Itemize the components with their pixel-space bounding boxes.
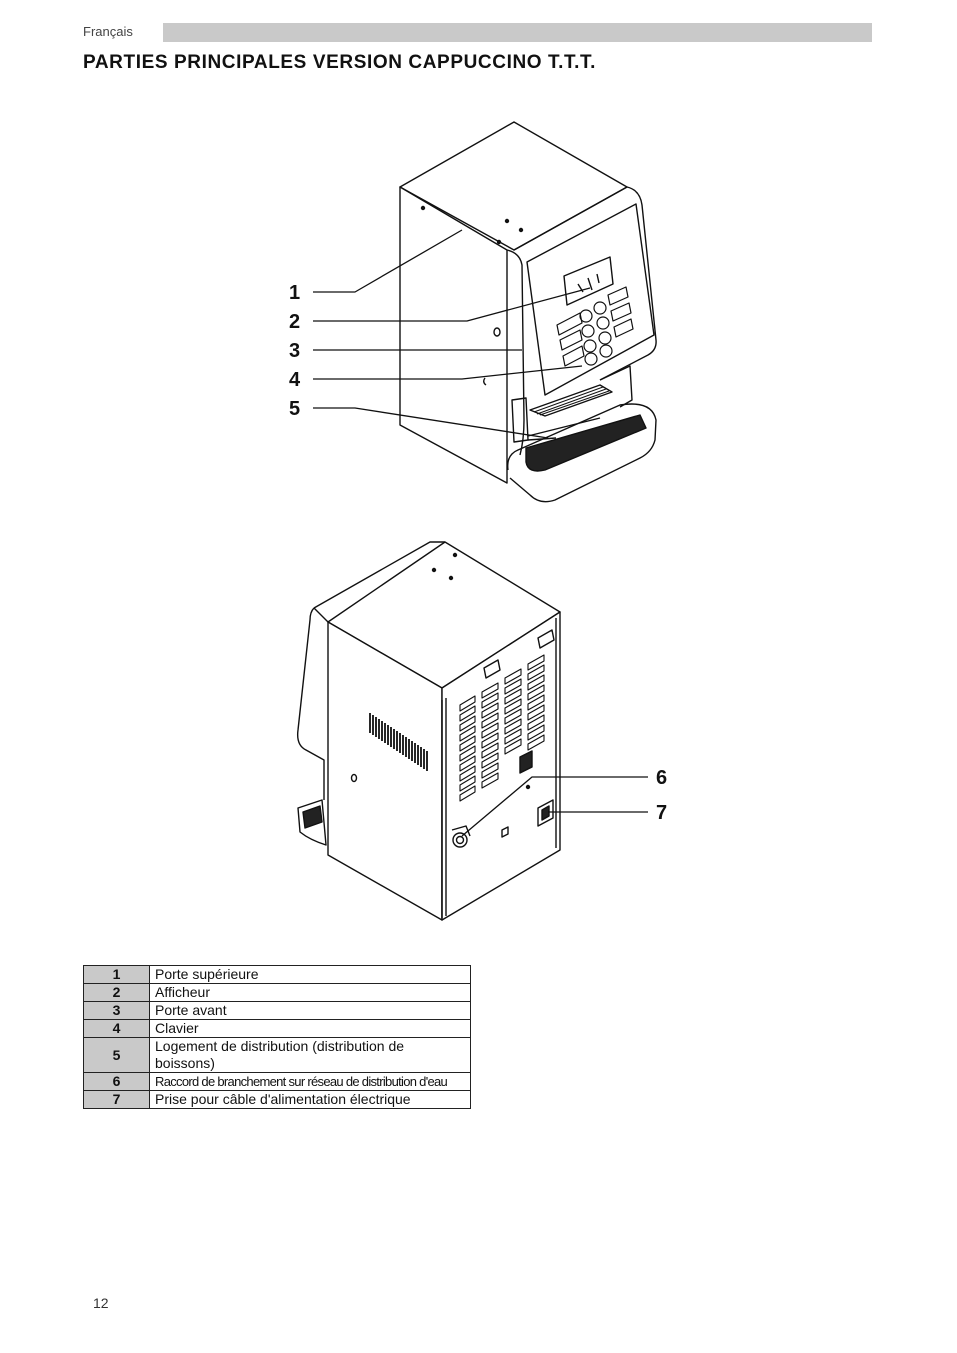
machine-illustrations: 1 2 3 4 5: [289, 121, 667, 921]
page-number: 12: [93, 1295, 109, 1311]
part-number: 4: [83, 1019, 150, 1038]
table-row: 7 Prise pour câble d'alimentation électr…: [83, 1090, 471, 1109]
part-number: 7: [83, 1090, 150, 1109]
parts-table: 1 Porte supérieure 2 Afficheur 3 Porte a…: [83, 965, 471, 1109]
part-label: Logement de distribution (distribution d…: [149, 1037, 471, 1073]
part-number: 6: [83, 1072, 150, 1091]
table-row: 6 Raccord de branchement sur réseau de d…: [83, 1072, 471, 1091]
callout-5: 5: [289, 398, 300, 420]
part-label: Clavier: [149, 1019, 471, 1038]
front-view-drawing: [399, 121, 657, 503]
front-callout-lines: [313, 229, 591, 439]
table-row: 5 Logement de distribution (distribution…: [83, 1037, 471, 1073]
language-label: Français: [83, 24, 133, 39]
table-row: 4 Clavier: [83, 1019, 471, 1038]
part-label: Afficheur: [149, 983, 471, 1002]
callout-3: 3: [289, 340, 300, 362]
page-title: PARTIES PRINCIPALES VERSION CAPPUCCINO T…: [83, 52, 596, 73]
table-row: 1 Porte supérieure: [83, 965, 471, 984]
callout-4: 4: [289, 369, 301, 391]
part-label: Raccord de branchement sur réseau de dis…: [149, 1072, 471, 1091]
callout-1: 1: [289, 282, 300, 304]
part-number: 1: [83, 965, 150, 984]
table-row: 3 Porte avant: [83, 1001, 471, 1020]
rear-view-drawing: [296, 541, 561, 921]
callout-2: 2: [289, 311, 300, 333]
part-number: 3: [83, 1001, 150, 1020]
callout-7: 7: [656, 802, 667, 824]
part-label: Porte avant: [149, 1001, 471, 1020]
callout-6: 6: [656, 767, 667, 789]
part-label: Prise pour câble d'alimentation électriq…: [149, 1090, 471, 1109]
part-number: 5: [83, 1037, 150, 1073]
part-label: Porte supérieure: [149, 965, 471, 984]
table-row: 2 Afficheur: [83, 983, 471, 1002]
rear-callout-lines: [461, 776, 648, 837]
part-number: 2: [83, 983, 150, 1002]
header-bar: [163, 23, 872, 42]
